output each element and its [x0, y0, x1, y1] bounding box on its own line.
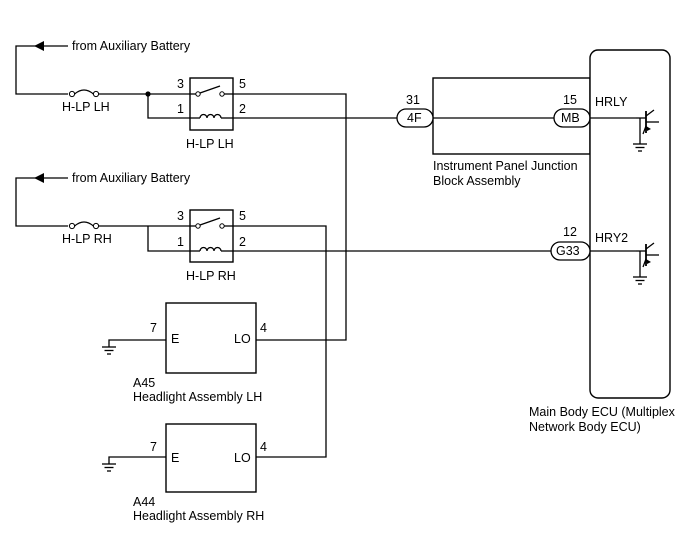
relay-rh-contact-a	[195, 223, 201, 229]
junction-block: 4F 31 MB 15 Instrument Panel Junction Bl…	[396, 77, 591, 188]
fuse-lh-label: H-LP LH	[62, 100, 110, 114]
transistor-hry2-icon	[590, 242, 659, 277]
headlight-rh-name: Headlight Assembly RH	[133, 509, 264, 523]
ecu-signal-hry2: HRY2	[595, 231, 628, 245]
headlight-rh-pin-lo: 4	[260, 440, 267, 454]
junction-block-label-line2: Block Assembly	[433, 174, 521, 188]
main-body-ecu: HRLY HRY2 Main Body ECU (Multiplex Netwo…	[529, 49, 676, 434]
relay-rh-contact-b	[219, 223, 225, 229]
relay-lh: 3 5 1 2 H-LP LH	[177, 77, 246, 151]
ground-hrly-icon	[633, 143, 647, 152]
headlight-lh-pin-e: 7	[150, 321, 157, 335]
arrow-left-icon	[34, 173, 44, 183]
wire-splice-lh-to-coil	[147, 94, 190, 119]
wire-fuse-rh-to-coil	[147, 226, 190, 252]
headlight-rh-term-e: E	[171, 451, 179, 465]
ground-rh-icon	[102, 463, 116, 472]
relay-rh-switch-icon	[199, 217, 221, 226]
fuse-rh-terminal-right	[92, 222, 100, 230]
transistor-hry2-arrow	[646, 259, 651, 264]
headlight-rh-term-lo: LO	[234, 451, 251, 465]
main-body-ecu-body	[589, 49, 671, 399]
connector-g33-code: G33	[556, 244, 580, 258]
relay-lh-contact-a	[195, 91, 201, 97]
relay-rh-coil-icon	[199, 246, 222, 252]
connector-4f-code: 4F	[407, 111, 422, 125]
transistor-hry2-collector	[645, 242, 655, 250]
relay-lh-coil-icon	[199, 113, 222, 119]
ground-lh-icon	[102, 346, 116, 355]
relay-rh-pin-1: 1	[177, 235, 184, 249]
relay-rh-pin-2: 2	[239, 235, 246, 249]
fuse-rh: H-LP RH	[62, 221, 112, 246]
battery-feed-lh-wire	[15, 45, 68, 95]
headlight-rh-ground-wire	[108, 456, 166, 464]
battery-feed-rh: from Auxiliary Battery	[15, 171, 191, 227]
connector-mb-pin: 15	[563, 93, 577, 107]
relay-lh-switch-icon	[199, 85, 221, 94]
transistor-hrly-icon	[590, 109, 659, 144]
transistor-hrly-arrow	[646, 126, 651, 131]
relay-rh-pin-5: 5	[239, 209, 246, 223]
transistor-hry2-emitter	[642, 258, 647, 268]
battery-feed-lh: from Auxiliary Battery	[15, 39, 191, 95]
battery-feed-rh-wire	[15, 177, 68, 227]
relay-lh-pin-1: 1	[177, 102, 184, 116]
fuse-lh-icon	[74, 89, 94, 95]
ecu-label-line1: Main Body ECU (Multiplex	[529, 405, 676, 419]
headlight-rh-pin-e: 7	[150, 440, 157, 454]
arrow-left-icon	[34, 41, 44, 51]
relay-lh-pin-3: 3	[177, 77, 184, 91]
headlight-lh: E LO 7 4 A45 Headlight Assembly LH	[102, 302, 267, 404]
fuse-lh: H-LP LH	[62, 89, 110, 114]
headlight-lh-term-lo: LO	[234, 332, 251, 346]
relay-lh-pin-2: 2	[239, 102, 246, 116]
relay-lh-label: H-LP LH	[186, 137, 234, 151]
headlight-rh-code: A44	[133, 495, 155, 509]
headlight-lh-ground-wire	[108, 339, 166, 347]
headlight-lh-code: A45	[133, 376, 155, 390]
fuse-lh-terminal-left	[68, 90, 76, 98]
headlight-rh-body	[165, 423, 257, 493]
battery-source-label-lh: from Auxiliary Battery	[72, 39, 191, 53]
relay-rh-body	[189, 209, 234, 263]
junction-block-label-line1: Instrument Panel Junction	[433, 159, 578, 173]
relay-rh-pin-3: 3	[177, 209, 184, 223]
transistor-hrly-collector	[645, 109, 655, 117]
relay-rh-label: H-LP RH	[186, 269, 236, 283]
fuse-rh-icon	[74, 221, 94, 227]
connector-g33-pin: 12	[563, 225, 577, 239]
relay-lh-pin-5: 5	[239, 77, 246, 91]
connector-4f-pin: 31	[406, 93, 420, 107]
battery-source-label-rh: from Auxiliary Battery	[72, 171, 191, 185]
relay-lh-contact-b	[219, 91, 225, 97]
relay-rh: 3 5 1 2 H-LP RH	[177, 209, 246, 283]
fuse-rh-label: H-LP RH	[62, 232, 112, 246]
fuse-lh-terminal-right	[92, 90, 100, 98]
connector-g33	[550, 241, 591, 261]
transistor-hrly-emitter	[642, 125, 647, 135]
headlight-lh-name: Headlight Assembly LH	[133, 390, 262, 404]
ecu-signal-hrly: HRLY	[595, 95, 628, 109]
ecu-label-line2: Network Body ECU)	[529, 420, 641, 434]
headlight-rh: E LO 7 4 A44 Headlight Assembly RH	[102, 423, 267, 523]
headlight-lh-pin-lo: 4	[260, 321, 267, 335]
connector-mb-code: MB	[561, 111, 580, 125]
relay-lh-body	[189, 77, 234, 131]
headlight-lh-body	[165, 302, 257, 374]
wire-relay-lh-5-to-headlight-lh	[233, 93, 347, 341]
headlight-lh-term-e: E	[171, 332, 179, 346]
ground-hry2-icon	[633, 276, 647, 285]
fuse-rh-terminal-left	[68, 222, 76, 230]
wire-relay-rh-5-to-headlight-rh	[233, 225, 327, 458]
